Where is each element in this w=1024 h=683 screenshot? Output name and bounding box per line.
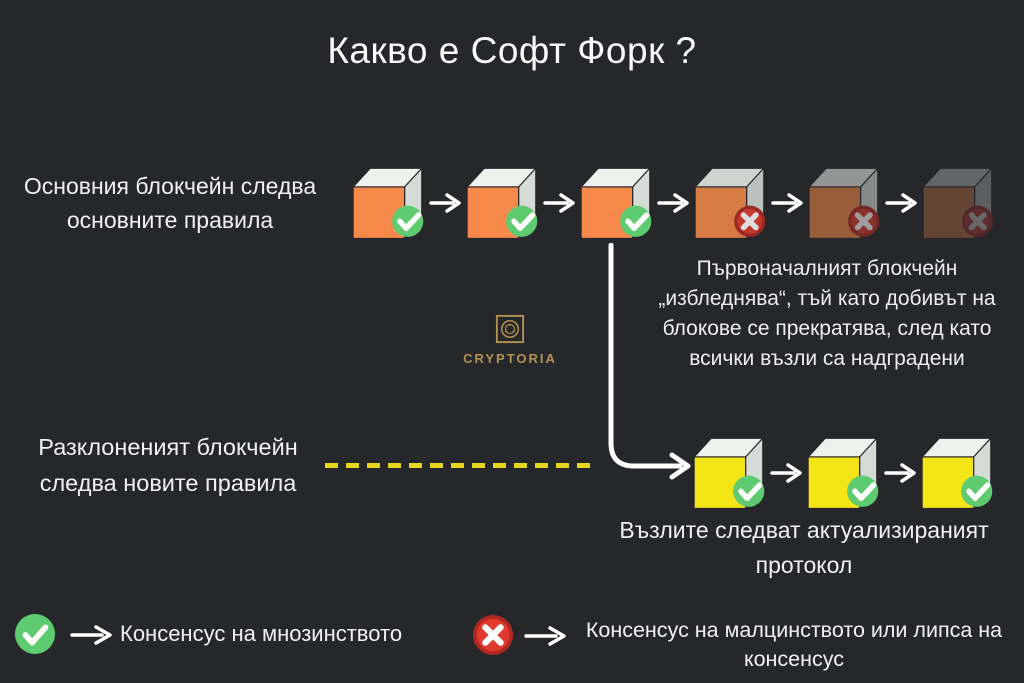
cube-valid-icon [352, 167, 424, 240]
legend-arrow-icon [524, 626, 566, 646]
cube-valid-icon [807, 437, 879, 510]
majority-check-icon [14, 613, 56, 655]
chain-arrow [428, 192, 464, 214]
chain-arrow-icon [885, 193, 917, 213]
cube-valid-icon [580, 167, 652, 240]
chain-arrow-icon [770, 463, 802, 483]
fork-note: Възлите следват актуализираният протокол [619, 517, 989, 578]
cube-valid-icon [466, 167, 538, 240]
cube-valid-icon [921, 437, 993, 510]
main-chain-label: Основния блокчейн следва основните прави… [23, 173, 317, 233]
cryptoria-logo-icon [495, 314, 525, 344]
page-title: Какво е Софт Форк ? [327, 30, 697, 71]
chain-arrow-icon [771, 193, 803, 213]
cube-invalid-icon [808, 167, 880, 240]
blockchain-block [578, 162, 656, 240]
chain-arrow-icon [657, 193, 689, 213]
main-chain-row [350, 162, 998, 240]
blockchain-block [464, 162, 542, 240]
cube-invalid-icon [694, 167, 766, 240]
chain-arrow-icon [543, 193, 575, 213]
blockchain-block [806, 162, 884, 240]
chain-arrow-icon [884, 463, 916, 483]
chain-arrow [542, 192, 578, 214]
blockchain-block [919, 432, 997, 510]
chain-arrow-icon [429, 193, 461, 213]
legend-minority-label: Консенсус на малцинството или липса на к… [585, 618, 1003, 671]
cube-valid-icon [693, 437, 765, 510]
legend-arrow-icon [70, 625, 112, 645]
fork-branch-arrow-icon [608, 243, 691, 480]
cryptoria-logo-text: CRYPTORIA [463, 351, 557, 366]
chain-arrow [770, 192, 806, 214]
chain-arrow [656, 192, 692, 214]
chain-arrow [769, 462, 805, 484]
chain-arrow [884, 192, 920, 214]
blockchain-block [805, 432, 883, 510]
fork-dashed-line [325, 463, 597, 468]
legend-majority-label: Консенсус на мнозинството [120, 621, 403, 646]
chain-arrow [883, 462, 919, 484]
minority-cross-icon [472, 614, 514, 656]
blockchain-block [920, 162, 998, 240]
cube-invalid-icon [922, 167, 994, 240]
fork-chain-row [691, 432, 997, 510]
fade-note: Първоначалният блокчейн „избледнява“, тъ… [658, 257, 996, 370]
cryptoria-logo: CRYPTORIA [452, 314, 568, 366]
blockchain-block [692, 162, 770, 240]
fork-chain-label: Разклоненият блокчейн следва новите прав… [38, 434, 298, 496]
blockchain-block [350, 162, 428, 240]
blockchain-block [691, 432, 769, 510]
